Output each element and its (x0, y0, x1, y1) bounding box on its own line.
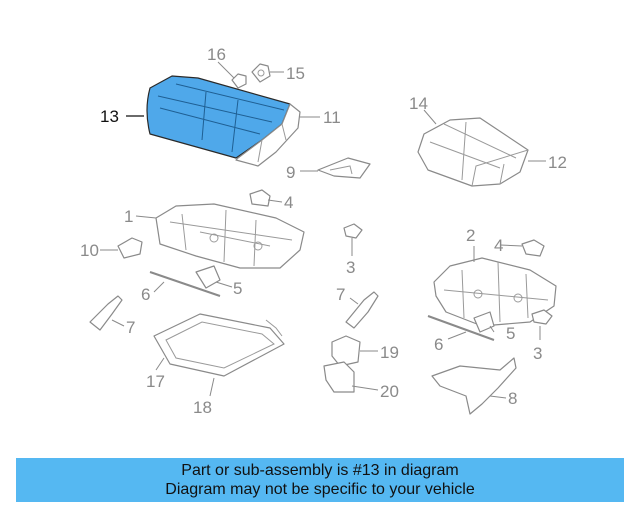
info-banner: Part or sub-assembly is #13 in diagram D… (16, 458, 624, 502)
callout-5-right[interactable]: 5 (506, 324, 515, 343)
part-19-motor[interactable] (331, 335, 361, 367)
part-5-bracket-left[interactable] (195, 265, 221, 289)
callout-labels: 13 11 15 16 14 12 9 4 1 10 6 5 7 17 18 3… (80, 45, 567, 417)
part-3-cap-middle[interactable] (343, 223, 363, 239)
callout-2[interactable]: 2 (466, 226, 475, 245)
callout-7-left[interactable]: 7 (126, 318, 135, 337)
callout-13[interactable]: 13 (100, 107, 119, 126)
part-20-bracket[interactable] (323, 361, 355, 393)
part-10-bracket[interactable] (117, 237, 143, 259)
callout-14[interactable]: 14 (409, 94, 428, 113)
callout-17[interactable]: 17 (146, 372, 165, 391)
callout-4-left[interactable]: 4 (284, 193, 293, 212)
banner-line-2: Diagram may not be specific to your vehi… (165, 481, 475, 498)
part-4-cap-left[interactable] (249, 189, 271, 207)
part-6-rod-left[interactable] (149, 271, 221, 297)
part-9-bracket[interactable] (317, 157, 371, 179)
part-6-rod-right[interactable] (427, 315, 495, 341)
callout-4-right[interactable]: 4 (494, 236, 503, 255)
part-7-lever-left[interactable] (89, 295, 123, 331)
part-5-bracket-right[interactable] (473, 311, 495, 333)
parts-diagram: 13 11 15 16 14 12 9 4 1 10 6 5 7 17 18 3… (80, 45, 567, 417)
part-7-lever-middle[interactable] (345, 291, 379, 329)
part-16-clip[interactable] (231, 73, 247, 89)
callout-20[interactable]: 20 (380, 382, 399, 401)
callout-15[interactable]: 15 (286, 64, 305, 83)
part-15-grommet[interactable] (251, 63, 271, 83)
callout-11[interactable]: 11 (323, 108, 341, 127)
callout-10[interactable]: 10 (80, 241, 99, 260)
callout-leaders (100, 61, 546, 399)
callout-3-right[interactable]: 3 (533, 344, 542, 363)
callout-3-middle[interactable]: 3 (346, 258, 355, 277)
callout-6-left[interactable]: 6 (141, 285, 150, 304)
part-12-rear-cushion-cover[interactable] (471, 149, 529, 187)
part-11-cushion-cover[interactable] (235, 103, 301, 167)
callout-12[interactable]: 12 (548, 153, 567, 172)
part-2-seat-frame-right[interactable] (433, 257, 557, 327)
part-18-seat-mat[interactable] (165, 319, 283, 369)
part-3-cap-right[interactable] (531, 309, 553, 325)
callout-6-right[interactable]: 6 (434, 335, 443, 354)
callout-1[interactable]: 1 (124, 207, 133, 226)
part-14-rear-cushion-pad[interactable] (417, 117, 529, 187)
callout-7-middle[interactable]: 7 (336, 285, 345, 304)
callout-16[interactable]: 16 (207, 45, 226, 64)
callout-5-left[interactable]: 5 (233, 279, 242, 298)
callout-19[interactable]: 19 (380, 343, 399, 362)
banner-line-1: Part or sub-assembly is #13 in diagram (181, 462, 459, 479)
callout-18[interactable]: 18 (193, 398, 212, 417)
callout-8[interactable]: 8 (508, 389, 517, 408)
part-4-cap-right[interactable] (521, 239, 545, 257)
callout-9[interactable]: 9 (286, 163, 295, 182)
part-13-seat-cushion-pad[interactable] (146, 75, 291, 159)
part-8-bracket[interactable] (431, 357, 517, 415)
part-1-seat-frame-left[interactable] (155, 203, 305, 269)
